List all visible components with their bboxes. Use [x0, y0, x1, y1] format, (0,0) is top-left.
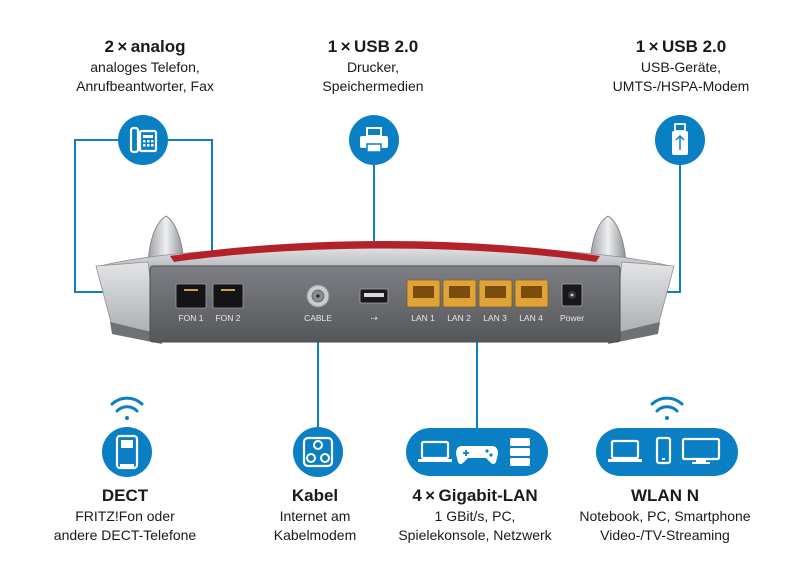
antenna-right: [589, 215, 627, 263]
label-wlan-title: WLAN N: [631, 486, 699, 505]
port-fon1: [175, 283, 207, 309]
port-lan3-label: LAN 3: [483, 313, 507, 323]
label-wlan: WLAN N Notebook, PC, Smartphone Video-/T…: [550, 485, 780, 545]
port-lan2-label: LAN 2: [447, 313, 471, 323]
router-red-stripe: [170, 241, 600, 262]
label-usb-modem-line2: UMTS-/HSPA-Modem: [612, 78, 750, 94]
usb-symbol: ⇢: [370, 313, 378, 323]
label-usb-modem: 1 × USB 2.0 USB-Geräte, UMTS-/HSPA-Modem: [566, 36, 786, 96]
router-foot-left: [110, 322, 162, 344]
label-analog-title: 2 × analog: [104, 37, 186, 56]
label-wlan-line2: Video-/TV-Streaming: [600, 527, 730, 543]
label-usb-printer-line1: Drucker,: [346, 59, 400, 75]
dect-phone-icon: [102, 427, 152, 477]
wlan-devices-icon: [596, 428, 738, 476]
label-usb-printer-line2: Speichermedien: [322, 78, 424, 94]
label-usb-printer-title: 1 × USB 2.0: [327, 37, 419, 56]
nas-icon: [510, 438, 530, 466]
fon-pins: [184, 289, 235, 291]
port-fon2-label: FON 2: [215, 313, 240, 323]
label-wlan-line1: Notebook, PC, Smartphone: [579, 508, 751, 524]
label-usb-printer: 1 × USB 2.0 Drucker, Speichermedien: [258, 36, 488, 96]
port-cable-label: CABLE: [304, 313, 332, 323]
label-lan-line2: Spielekonsole, Netzwerk: [398, 527, 552, 543]
phone-icon: [118, 115, 168, 165]
wifi-icon-dect: [110, 396, 144, 420]
line-phone: [74, 139, 118, 293]
router: FON 1 FON 2 CABLE ⇢ LAN 1 LAN 2 LAN 3 LA…: [95, 215, 675, 344]
port-lan4-label: LAN 4: [519, 313, 543, 323]
label-dect-line1: FRITZ!Fon oder: [75, 508, 175, 524]
port-fon2: [212, 283, 244, 309]
lan-devices-icon: [406, 428, 548, 476]
laptop-icon: [420, 440, 450, 460]
usb-stick-icon: [655, 115, 705, 165]
label-lan-title: 4 × Gigabit-LAN: [412, 486, 538, 505]
label-usb-modem-line1: USB-Geräte,: [640, 59, 722, 75]
line-phone-right: [168, 139, 213, 282]
printer-icon: [349, 115, 399, 165]
lan-ports: [406, 279, 549, 308]
router-foot-right: [608, 322, 660, 344]
label-lan: 4 × Gigabit-LAN 1 GBit/s, PC, Spielekons…: [360, 485, 590, 545]
label-kabel-title: Kabel: [291, 486, 339, 505]
port-power-label: Power: [560, 313, 584, 323]
label-usb-modem-title: 1 × USB 2.0: [635, 37, 727, 56]
port-fon1-label: FON 1: [178, 313, 203, 323]
label-dect: DECT FRITZ!Fon oder andere DECT-Telefone: [10, 485, 240, 545]
label-dect-line2: andere DECT-Telefone: [53, 527, 197, 543]
coax-icon: [293, 427, 343, 477]
label-analog: 2 × analog analoges Telefon, Anrufbeantw…: [30, 36, 260, 96]
wifi-icon-wlan: [650, 396, 684, 420]
port-lan1-label: LAN 1: [411, 313, 435, 323]
label-dect-title: DECT: [101, 486, 149, 505]
label-kabel-line1: Internet am: [279, 508, 351, 524]
antenna-left: [147, 215, 185, 263]
label-kabel-line2: Kabelmodem: [273, 527, 357, 543]
label-analog-line1: analoges Telefon,: [90, 59, 200, 75]
label-analog-line2: Anrufbeantworter, Fax: [76, 78, 214, 94]
label-lan-line1: 1 GBit/s, PC,: [434, 508, 516, 524]
label-kabel: Kabel Internet am Kabelmodem: [200, 485, 430, 545]
smartphone-icon: [655, 436, 672, 465]
